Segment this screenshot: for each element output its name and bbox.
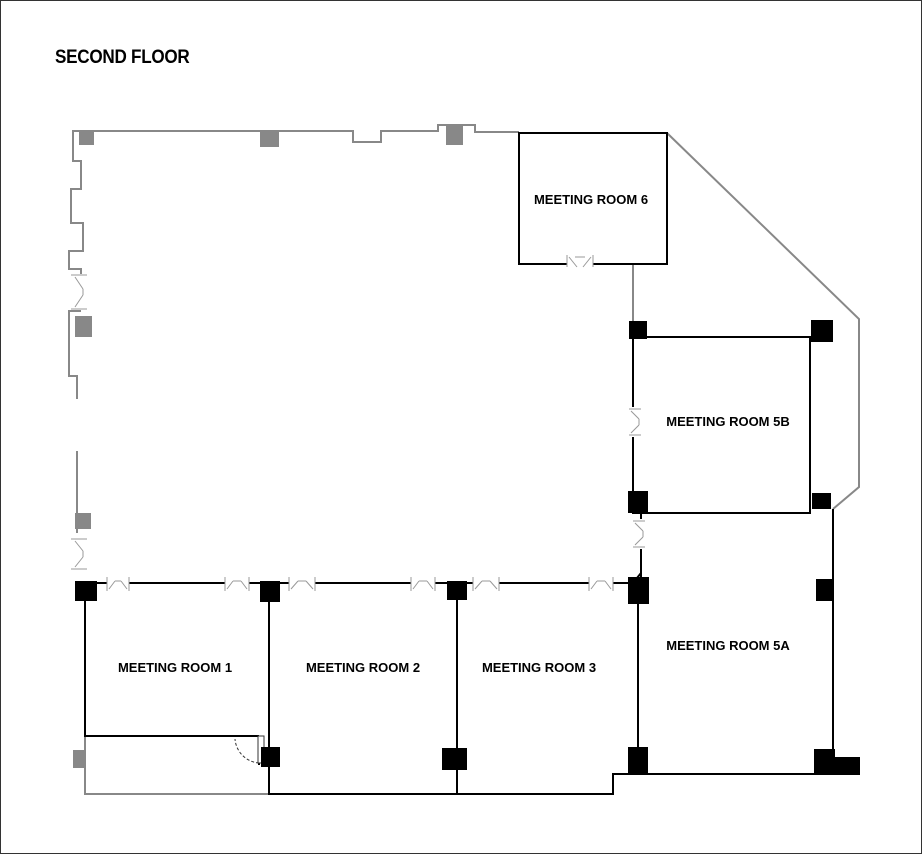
exterior-column	[75, 316, 92, 337]
room-2-door-a[interactable]	[288, 577, 316, 591]
exterior-column	[73, 750, 85, 768]
south-west-wall	[84, 736, 269, 795]
structural-column	[628, 491, 648, 513]
west-wall-upper	[68, 310, 81, 399]
meeting-room-1[interactable]: MEETING ROOM 1	[84, 577, 270, 765]
room-2-south-wall	[268, 583, 458, 795]
north-west-wall	[68, 124, 519, 274]
page-title: SECOND FLOOR	[55, 47, 190, 68]
structural-column	[628, 747, 648, 775]
room-1-door-b[interactable]	[224, 577, 250, 591]
meeting-room-5b[interactable]: MEETING ROOM 5B	[627, 336, 811, 514]
west-entrance-door-upper[interactable]	[71, 274, 87, 310]
structural-column	[75, 581, 97, 601]
structural-columns	[75, 320, 860, 775]
structural-column	[260, 581, 280, 602]
structural-column	[442, 748, 467, 770]
exterior-column	[75, 513, 91, 529]
room-3-door-b[interactable]	[588, 577, 614, 591]
room-1-walls	[84, 583, 259, 737]
structural-column	[447, 581, 467, 600]
structural-column	[833, 757, 860, 775]
room-5a-label: MEETING ROOM 5A	[666, 638, 790, 653]
room-3-label: MEETING ROOM 3	[482, 660, 596, 675]
structural-column	[814, 749, 835, 775]
north-east-diagonal-wall	[666, 132, 860, 510]
room-3-door-a[interactable]	[472, 577, 500, 591]
structural-column	[628, 577, 649, 604]
exterior-column	[79, 131, 94, 145]
structural-column	[812, 493, 831, 509]
rooms-top-wall	[85, 572, 642, 584]
room-2-door-b[interactable]	[410, 577, 436, 591]
meeting-room-6[interactable]: MEETING ROOM 6	[518, 132, 668, 268]
room-5b-label: MEETING ROOM 5B	[666, 414, 790, 429]
west-entrance-door-lower[interactable]	[71, 538, 87, 570]
meeting-room-3[interactable]: MEETING ROOM 3	[457, 577, 638, 795]
room-6-door[interactable]	[566, 255, 594, 268]
room-2-label: MEETING ROOM 2	[306, 660, 420, 675]
room-1-door-a[interactable]	[106, 577, 130, 591]
room-1-service-door[interactable]	[234, 735, 265, 765]
exterior-column	[446, 125, 463, 145]
structural-column	[811, 320, 833, 342]
room-1-label: MEETING ROOM 1	[118, 660, 232, 675]
meeting-room-2[interactable]: MEETING ROOM 2	[268, 577, 458, 795]
room-3-walls	[457, 773, 638, 795]
meeting-room-5a[interactable]: MEETING ROOM 5A	[631, 509, 834, 775]
structural-column	[816, 579, 833, 601]
room-6-label: MEETING ROOM 6	[534, 192, 648, 207]
room-5a-door[interactable]	[631, 519, 645, 549]
room-6-walls	[518, 132, 668, 265]
room-5b-walls	[632, 336, 811, 514]
structural-column	[261, 747, 280, 767]
room-5b-door[interactable]	[627, 407, 641, 437]
room-5a-walls	[637, 509, 834, 775]
structural-column	[629, 321, 647, 339]
exterior-column	[260, 131, 279, 147]
exterior-columns	[73, 125, 463, 768]
